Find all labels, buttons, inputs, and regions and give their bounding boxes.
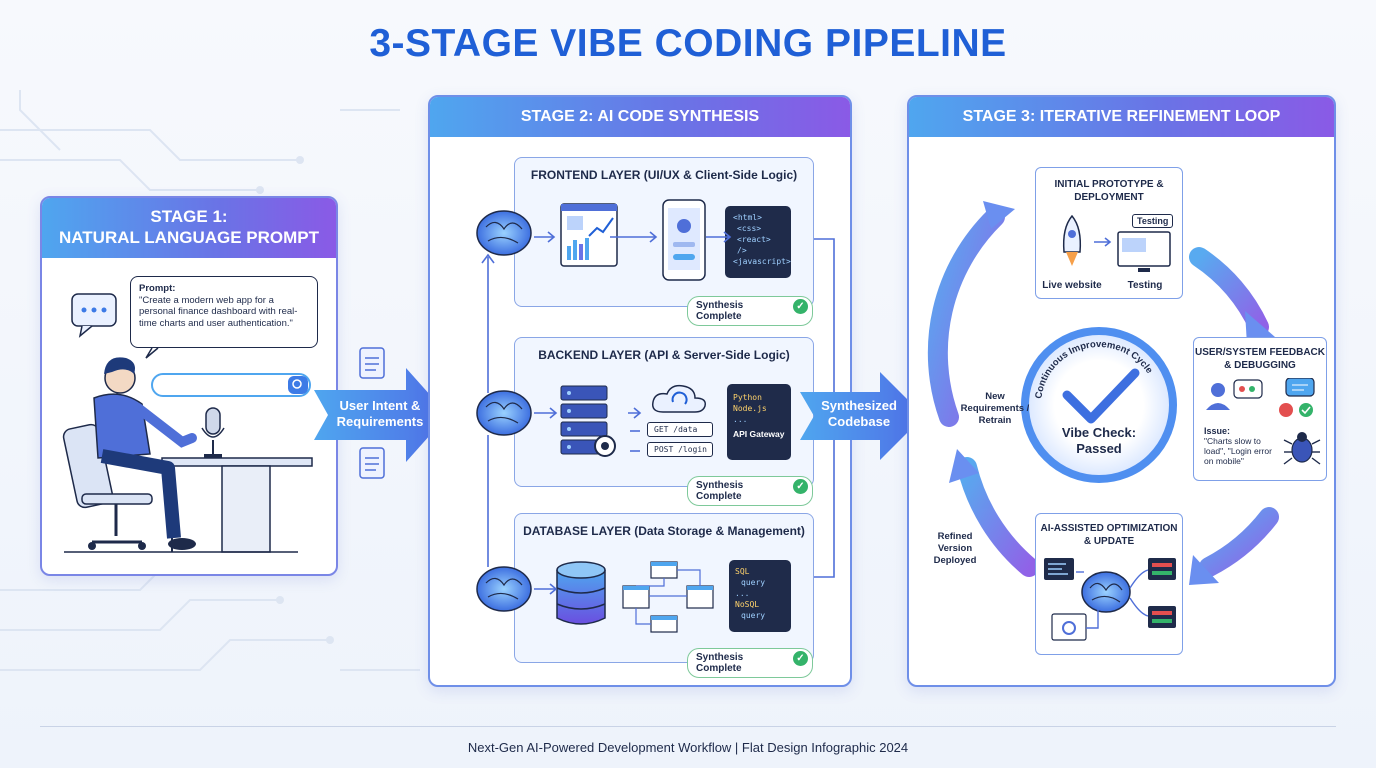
stage1-header: STAGE 1: NATURAL LANGUAGE PROMPT [42,198,336,258]
monitor-icon [1117,231,1171,272]
feedback-box: USER/SYSTEM FEEDBACK & DEBUGGING Issue: … [1193,337,1327,481]
document-icons [359,347,385,479]
optimization-title: AI-ASSISTED OPTIMIZATION & UPDATE [1040,523,1178,547]
feedback-icons [1206,378,1315,417]
check-icon: ✓ [793,299,808,314]
stage1-panel: STAGE 1: NATURAL LANGUAGE PROMPT Prompt:… [40,196,338,576]
brain-icon [476,390,532,436]
stage2-header: STAGE 2: AI CODE SYNTHESIS [430,97,850,137]
stage2-panel: STAGE 2: AI CODE SYNTHESIS FRONTEND LAYE… [428,95,852,687]
chat-icon [71,293,117,338]
stage2-connectors [476,210,835,612]
deploy-illustration [1062,214,1171,272]
database-synthesis-badge: Synthesis Complete ✓ [687,648,813,678]
testing-label: Testing [1127,280,1163,291]
vibe-check-label: Vibe Check: Passed [1061,425,1137,456]
database-icon [556,561,606,625]
backend-layer: BACKEND LAYER (API & Server-Side Logic) … [514,337,814,506]
stage1-illustration [62,293,313,553]
dashboard-icon [560,203,618,267]
arrow-synthesized-label: Synthesized Codebase [821,398,897,429]
check-icon: ✓ [793,479,808,494]
prompt-text: "Create a modern web app for a personal … [139,294,298,329]
stage1-heading-line2: NATURAL LANGUAGE PROMPT [58,228,320,247]
frontend-synthesis-badge: Synthesis Complete ✓ [687,296,813,326]
user-icon [1206,383,1230,410]
arrow-intent [314,368,448,462]
backend-code-line: API Gateway [733,429,785,439]
endpoint-post: POST /login [647,442,713,457]
frontend-layer: FRONTEND LAYER (UI/UX & Client-Side Logi… [514,157,814,326]
optimization-box: AI-ASSISTED OPTIMIZATION & UPDATE [1035,513,1183,655]
rocket-icon [1062,214,1082,266]
prompt-bubble: Prompt: "Create a modern web app for a p… [130,276,318,348]
schema-diagram [622,561,714,633]
database-code-line: SQL [735,567,750,576]
arrow-synthesized [800,372,924,460]
footer-text: Next-Gen AI-Powered Development Workflow… [467,740,909,755]
badge-label: Synthesis Complete [696,300,744,322]
rating-bubble-icon [1233,379,1263,399]
stage1-heading-line1: STAGE 1: [150,207,228,226]
chat-bubble-icon [1285,378,1315,397]
refined-version-label: Refined Version Deployed [933,531,977,566]
backend-layer-title: BACKEND LAYER (API & Server-Side Logic) [538,348,790,362]
arrow-intent-label: User Intent & Requirements [336,398,424,429]
testing-tag: Testing [1132,214,1174,228]
frontend-layer-title: FRONTEND LAYER (UI/UX & Client-Side Logi… [530,168,798,182]
mobile-icon [662,199,706,281]
frontend-code-line: <react> [737,235,771,244]
prototype-box: INITIAL PROTOTYPE & DEPLOYMENT Testing L… [1035,167,1183,299]
database-code-line: query [741,578,766,587]
backend-code-line: Python [733,393,762,402]
backend-code-line: ... [733,415,748,424]
brain-icon [476,210,532,256]
database-code-line: query [741,611,766,620]
badge-label: Synthesis Complete [696,480,744,502]
database-code-line: ... [735,589,750,598]
search-bar [151,373,311,397]
stage3-header: STAGE 3: ITERATIVE REFINEMENT LOOP [909,97,1334,137]
check-icon: ✓ [793,651,808,666]
refinement-loop: Continuous Improvement Cycle [927,201,1279,585]
microphone-icon [201,407,225,458]
live-website-label: Live website [1042,280,1102,291]
issue-label: Issue: [1204,426,1231,436]
frontend-code-line: <css> [737,224,762,233]
frontend-code-line: /> [737,246,747,255]
issue-text: "Charts slow to load", "Login error on m… [1204,436,1272,466]
backend-code-line: Node.js [733,404,767,413]
cloud-sync-icon [651,384,707,413]
prototype-title: INITIAL PROTOTYPE & DEPLOYMENT [1054,179,1164,203]
database-layer-title: DATABASE LAYER (Data Storage & Managemen… [523,524,805,538]
backend-code-panel: Python Node.js ... API Gateway [727,384,791,460]
page-title: 3-STAGE VIBE CODING PIPELINE [369,22,1007,65]
frontend-code-line: <html> [733,213,762,222]
database-code-panel: SQL query ... NoSQL query [729,560,791,632]
new-requirements-label: New Requirements / Retrain [960,391,1030,426]
bug-icon [1283,432,1321,465]
database-layer: DATABASE LAYER (Data Storage & Managemen… [514,513,814,678]
backend-synthesis-badge: Synthesis Complete ✓ [687,476,813,506]
feedback-title: USER/SYSTEM FEEDBACK & DEBUGGING [1194,347,1325,371]
database-code-line: NoSQL [735,600,760,609]
brain-icon [476,566,532,612]
badge-label: Synthesis Complete [696,652,744,674]
optimization-illustration [1044,558,1176,641]
endpoint-get: GET /data [647,422,713,437]
frontend-code-line: <javascript> [733,257,791,266]
frontend-code-panel: <html> <css> <react> /> <javascript> [725,206,791,278]
prompt-label: Prompt: [139,283,176,294]
server-icon [560,385,616,457]
stage3-panel: STAGE 3: ITERATIVE REFINEMENT LOOP Conti… [907,95,1336,687]
brain-icon [1081,571,1131,613]
footer-divider [40,726,1336,727]
